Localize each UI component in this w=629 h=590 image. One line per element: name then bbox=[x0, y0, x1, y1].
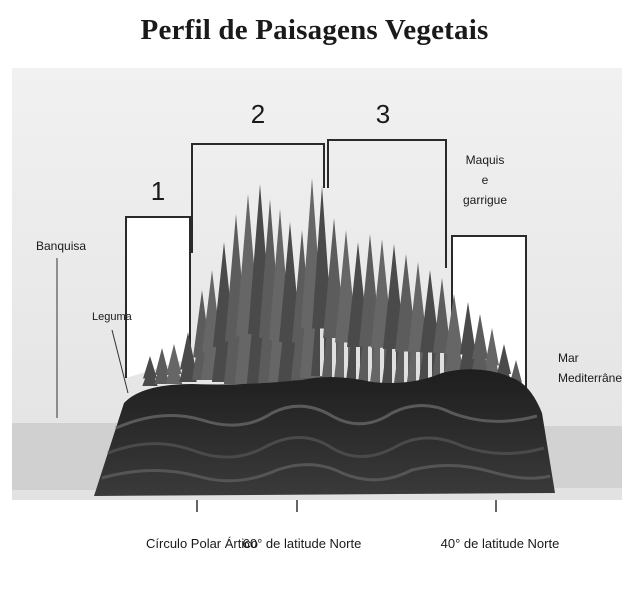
tree-trunk bbox=[428, 352, 432, 380]
tree-trunk bbox=[332, 338, 336, 378]
soil-layer-1 bbox=[115, 404, 538, 430]
tree-trunk bbox=[356, 347, 360, 382]
tree-silhouette bbox=[165, 344, 183, 384]
tundra-leader-line bbox=[111, 329, 129, 394]
tree-trunk bbox=[320, 328, 324, 376]
tree-silhouette bbox=[459, 302, 477, 372]
tree-silhouette bbox=[484, 328, 500, 378]
tree-trunk bbox=[404, 351, 408, 384]
vegetation-profile-figure: 1 2 3 Maquis e garrigue Banquisa Leguma … bbox=[12, 68, 622, 578]
tree-trunk bbox=[368, 346, 372, 384]
axis-lat40: 40° de latitude Norte bbox=[441, 536, 560, 551]
zone-1-box bbox=[125, 216, 191, 378]
tree-trunk bbox=[416, 352, 420, 382]
tree-silhouette bbox=[142, 356, 158, 386]
soil-layer-3 bbox=[101, 463, 551, 483]
vegetation-profile-svg: 1 2 3 Maquis e garrigue Banquisa Leguma … bbox=[12, 68, 622, 551]
zone-3-bracket bbox=[327, 139, 447, 268]
ground-profile bbox=[94, 369, 555, 496]
tree-silhouette bbox=[471, 314, 489, 374]
tundra-label: Leguma bbox=[92, 311, 133, 323]
boreal-label: Banquisa bbox=[36, 239, 86, 253]
axis-polar-circle: Círculo Polar Ártico bbox=[146, 536, 258, 551]
sea-label-wrap: Mar Mediterrâneo bbox=[558, 351, 622, 385]
zone-2-label: 2 bbox=[251, 99, 265, 129]
tree-silhouette bbox=[154, 348, 170, 384]
zone-3-label: 3 bbox=[376, 99, 390, 129]
sea-label: Mar Mediterrâneo bbox=[558, 351, 622, 385]
tree-trunk bbox=[380, 347, 384, 384]
tree-trunk bbox=[392, 349, 396, 384]
forest-trees bbox=[142, 178, 523, 390]
zone-4-label-wrap: Maquis e garrigue bbox=[462, 153, 508, 207]
zone-4-label: Maquis e garrigue bbox=[462, 153, 508, 207]
tree-trunk bbox=[440, 353, 444, 378]
tree-silhouette bbox=[444, 294, 464, 374]
tree-trunk bbox=[344, 342, 348, 380]
tree-silhouette bbox=[179, 332, 197, 382]
axis-lat60: 60° de latitude Norte bbox=[243, 536, 362, 551]
zone-2-bracket bbox=[191, 143, 325, 253]
zone-1-label: 1 bbox=[151, 176, 165, 206]
diagram-title: Perfil de Paisagens Vegetais bbox=[140, 14, 489, 46]
soil-layer-2 bbox=[107, 436, 545, 459]
